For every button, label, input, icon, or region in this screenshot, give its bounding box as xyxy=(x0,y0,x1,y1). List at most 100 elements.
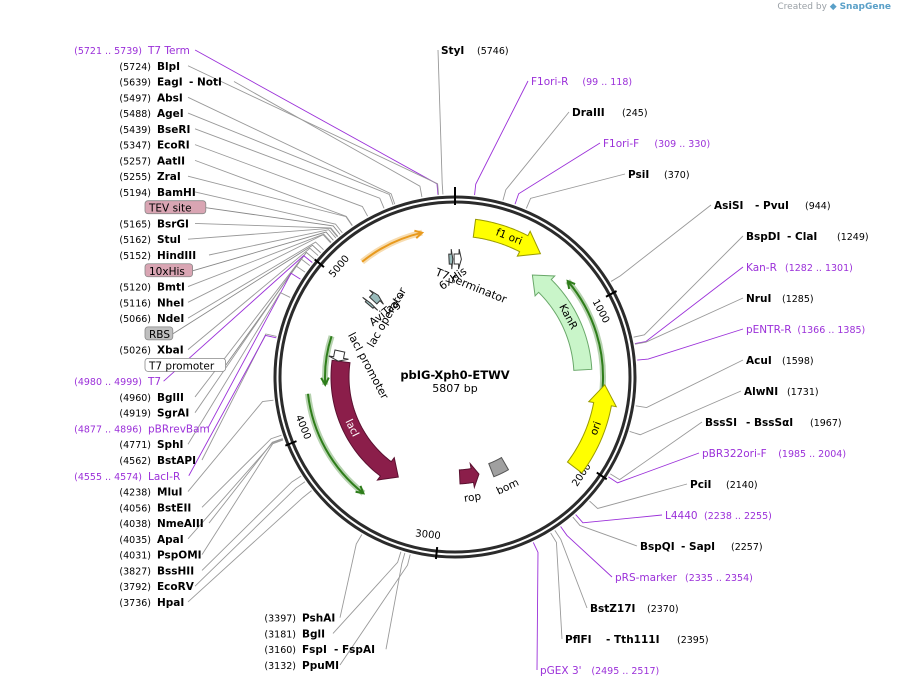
label-bstz17i[interactable]: BstZ17I(2370) xyxy=(590,603,679,615)
feature-f1-ori[interactable]: f1 ori xyxy=(472,218,542,257)
label-zrai[interactable]: (5255)ZraI xyxy=(119,171,180,183)
label-bgli[interactable]: (3181)BglI xyxy=(264,628,325,640)
enzyme-name: EcoRI xyxy=(157,140,190,152)
label-pflfi[interactable]: PflFI- Tth111I(2395) xyxy=(565,634,709,646)
label-pbr322ori-f[interactable]: pBR322ori-F(1985 .. 2004) xyxy=(702,448,846,460)
feature-avitag[interactable] xyxy=(368,289,384,305)
label-pcii[interactable]: PciI(2140) xyxy=(690,479,758,491)
label-nhei[interactable]: (5116)NheI xyxy=(119,297,184,309)
enzyme-coord: (5639) xyxy=(119,78,151,89)
label-bamhi[interactable]: (5194)BamHI xyxy=(119,187,195,199)
label-ndei[interactable]: (5066)NdeI xyxy=(119,313,184,325)
label-pspomi[interactable]: (4031)PspOMI xyxy=(119,550,201,562)
label-blpi[interactable]: (5724)BlpI xyxy=(119,61,180,73)
label-laci-r[interactable]: (4555 .. 4574)LacI-R xyxy=(74,471,180,483)
label-fspi[interactable]: (3160)FspI- FspAI xyxy=(264,644,375,656)
plasmid-name: pbIG-Xph0-ETWV xyxy=(400,368,509,382)
feature-t7-terminator[interactable] xyxy=(453,248,462,270)
label-xbai[interactable]: (5026)XbaI xyxy=(119,345,183,357)
label-10xhis[interactable]: 10xHis xyxy=(144,263,193,278)
label-t7[interactable]: (4980 .. 4999)T7 xyxy=(74,376,161,388)
label-bsteii[interactable]: (4056)BstEII xyxy=(119,502,191,514)
label-pbrrevbam[interactable]: (4877 .. 4896)pBRrevBam xyxy=(74,423,210,435)
label-kan-r[interactable]: Kan-R(1282 .. 1301) xyxy=(746,262,853,274)
label-sphi[interactable]: (4771)SphI xyxy=(119,439,183,451)
primer-name: LacI-R xyxy=(148,471,180,483)
label-bglii[interactable]: (4960)BglII xyxy=(119,392,184,404)
label-bseri[interactable]: (5439)BseRI xyxy=(119,124,190,136)
feature-laci-promoter[interactable] xyxy=(328,349,349,362)
label-rbs[interactable]: RBS xyxy=(144,326,174,341)
label-prs-marker[interactable]: pRS-marker(2335 .. 2354) xyxy=(615,572,753,584)
enzyme-coord: (4031) xyxy=(119,551,151,562)
feature-label-ori: ori xyxy=(588,420,604,437)
label-bspdi[interactable]: BspDI- ClaI(1249) xyxy=(746,231,869,243)
feature-6xhis-arrow xyxy=(448,248,454,270)
leader-line xyxy=(187,399,274,492)
enzyme-name-2: - BssSαI xyxy=(746,417,793,429)
primer-coord: (309 .. 330) xyxy=(654,139,710,150)
feature-box-label: TEV site xyxy=(148,203,192,215)
label-nmeaiii[interactable]: (4038)NmeAIII xyxy=(119,518,203,530)
enzyme-coord: (5066) xyxy=(119,314,151,325)
laci-direction-arc-head xyxy=(355,485,366,495)
enzyme-name: EagI xyxy=(157,77,183,89)
leader-line xyxy=(339,554,411,666)
label-f1ori-f[interactable]: F1ori-F(309 .. 330) xyxy=(603,138,710,150)
label-nrui[interactable]: NruI(1285) xyxy=(746,293,814,305)
primer-coord: (5721 .. 5739) xyxy=(74,46,142,57)
label-pgex-3[interactable]: pGEX 3'(2495 .. 2517) xyxy=(540,665,659,677)
label-acui[interactable]: AcuI(1598) xyxy=(746,355,814,367)
label-bstapi[interactable]: (4562)BstAPI xyxy=(119,455,196,467)
label-pentr-r[interactable]: pENTR-R(1366 .. 1385) xyxy=(746,324,865,336)
label-eagi[interactable]: (5639)EagI- NotI xyxy=(119,77,222,89)
label-tev-site[interactable]: TEV site xyxy=(144,200,207,215)
leader-line xyxy=(187,247,319,350)
feature-lac-operator[interactable] xyxy=(362,296,379,311)
label-ppumi[interactable]: (3132)PpuMI xyxy=(264,660,339,672)
feature-kanr[interactable]: KanR xyxy=(531,274,593,371)
label-bmti[interactable]: (5120)BmtI xyxy=(119,282,184,294)
enzyme-name: FspI xyxy=(302,644,327,656)
feature-bom[interactable]: bom xyxy=(488,456,521,498)
label-t7-term[interactable]: (5721 .. 5739)T7 Term xyxy=(74,45,190,57)
label-psii[interactable]: PsiI(370) xyxy=(628,169,690,181)
label-styi[interactable]: StyI(5746) xyxy=(441,45,509,57)
primer-name: pBRrevBam xyxy=(148,423,210,435)
leader-line xyxy=(233,81,423,198)
label-hpai[interactable]: (3736)HpaI xyxy=(119,597,184,609)
label-t7-promoter[interactable]: T7 promoter xyxy=(144,357,226,372)
feature-rop[interactable]: rop xyxy=(458,461,482,505)
label-pshai[interactable]: (3397)PshAI xyxy=(264,613,335,625)
feature-6xhis[interactable] xyxy=(448,248,454,270)
label-absi[interactable]: (5497)AbsI xyxy=(119,92,182,104)
label-apai[interactable]: (4035)ApaI xyxy=(119,534,183,546)
label-bsshii[interactable]: (3827)BssHII xyxy=(119,565,194,577)
label-asisi[interactable]: AsiSI- PvuI(944) xyxy=(714,200,831,212)
label-f1ori-r[interactable]: F1ori-R(99 .. 118) xyxy=(531,76,632,88)
leader-line xyxy=(201,333,277,461)
label-draiii[interactable]: DraIII(245) xyxy=(572,107,648,119)
label-bspqi[interactable]: BspQI- SapI(2257) xyxy=(640,541,763,553)
label-aatii[interactable]: (5257)AatII xyxy=(119,155,185,167)
primer-name: L4440 xyxy=(665,510,698,522)
label-l4440[interactable]: L4440(2238 .. 2255) xyxy=(665,510,772,522)
label-stui[interactable]: (5162)StuI xyxy=(119,234,181,246)
enzyme-name: AcuI xyxy=(746,355,772,367)
label-sgrai[interactable]: (4919)SgrAI xyxy=(119,408,189,420)
label-ecorv[interactable]: (3792)EcoRV xyxy=(119,581,194,593)
primer-coord: (2335 .. 2354) xyxy=(685,573,753,584)
label-agei[interactable]: (5488)AgeI xyxy=(119,108,183,120)
feature-laci[interactable]: lacI xyxy=(330,359,399,481)
label-hindiii[interactable]: (5152)HindIII xyxy=(119,250,196,262)
label-bsssi[interactable]: BssSI- BssSαI(1967) xyxy=(705,417,842,429)
label-mlui[interactable]: (4238)MluI xyxy=(119,487,182,499)
label-ecori[interactable]: (5347)EcoRI xyxy=(119,140,189,152)
leader-line xyxy=(194,265,306,413)
leader-line xyxy=(201,439,284,555)
leader-line xyxy=(634,297,744,345)
label-alwni[interactable]: AlwNI(1731) xyxy=(744,386,819,398)
enzyme-name: BspQI xyxy=(640,541,675,553)
label-bsrgi[interactable]: (5165)BsrGI xyxy=(119,218,189,230)
feature-ori[interactable]: ori xyxy=(566,383,618,474)
